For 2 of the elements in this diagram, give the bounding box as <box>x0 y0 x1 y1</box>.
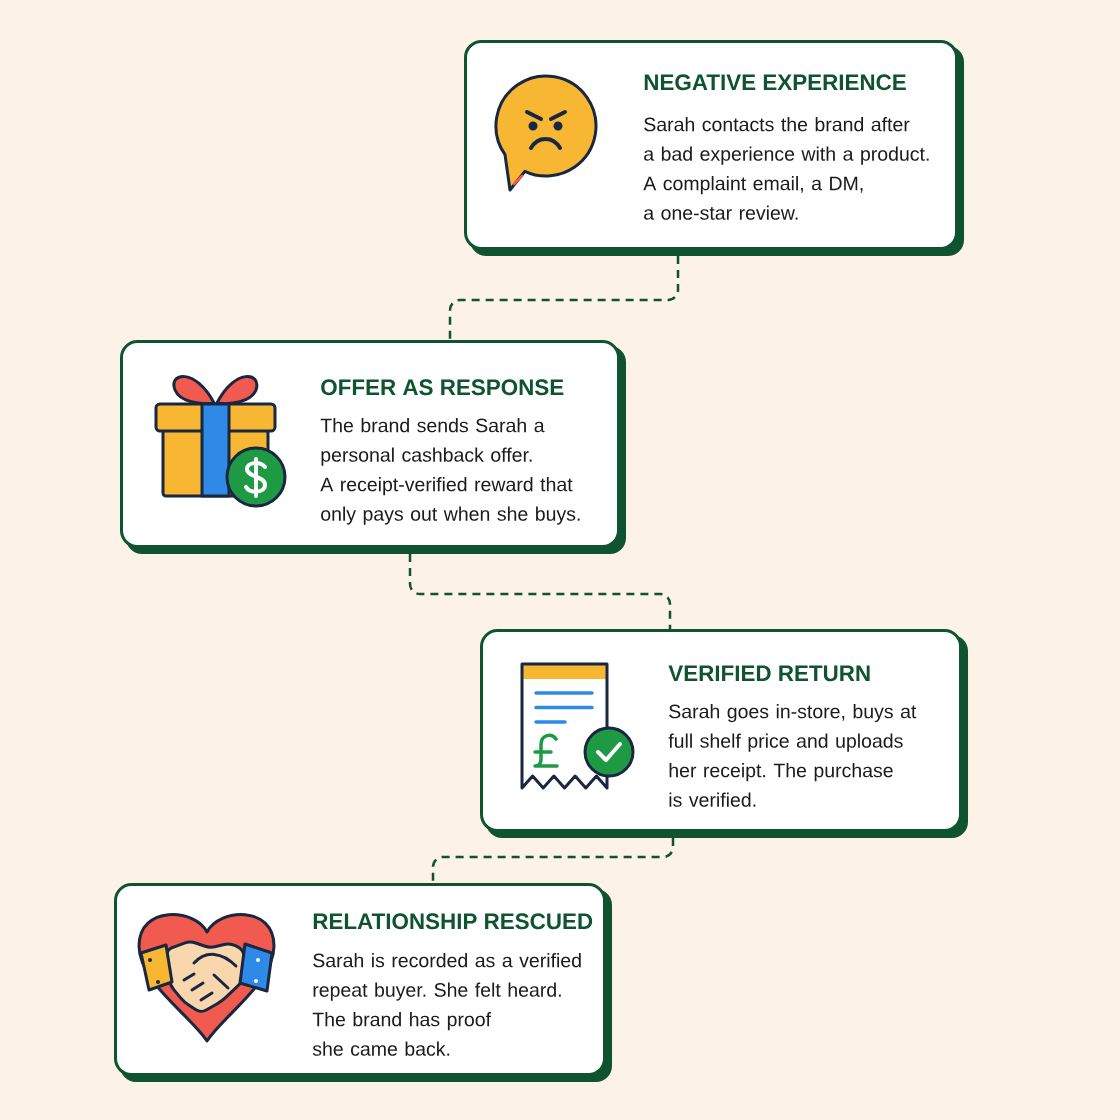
dashed-connector <box>408 554 672 629</box>
dashed-connector <box>448 256 680 340</box>
